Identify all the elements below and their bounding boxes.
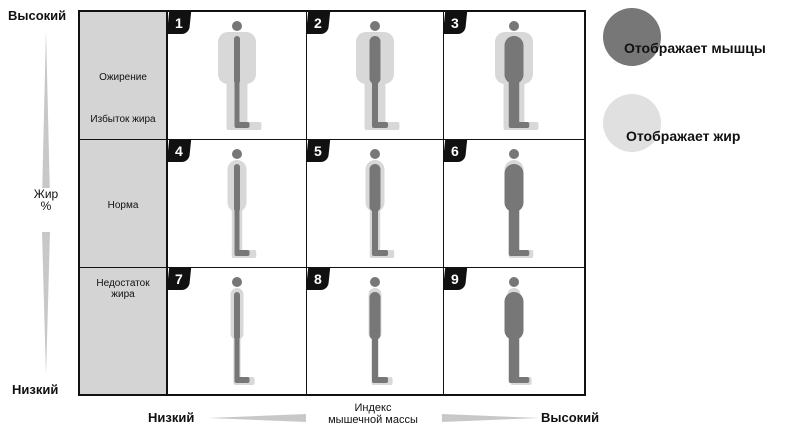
- body-cell-2: 2: [305, 12, 443, 139]
- y-axis-title-line1: Жир: [33, 187, 59, 201]
- muscle-shape-leg: [371, 80, 379, 127]
- y-axis-arrow-up: [42, 30, 50, 198]
- body-cell-7: 7: [166, 268, 306, 394]
- y-axis-arrow: [42, 30, 50, 376]
- muscle-shape-leg: [234, 80, 240, 127]
- muscle-shape-foot: [234, 250, 250, 256]
- body-figure: [365, 149, 395, 258]
- muscle-shape-foot: [371, 377, 389, 383]
- legend-muscle-label: Отображает мышцы: [624, 40, 766, 56]
- figure-head: [509, 277, 519, 287]
- category-obesity: Ожирение: [99, 72, 147, 83]
- muscle-shape: [504, 292, 530, 383]
- category-excess-fat: Избыток жира: [90, 114, 156, 125]
- muscle-shape-foot: [508, 250, 530, 256]
- muscle-shape-torso: [234, 164, 240, 212]
- y-axis-title-line2: %: [40, 199, 52, 213]
- muscle-shape-leg: [371, 208, 379, 255]
- category-column: Ожирение Избыток жира Норма Недостаток ж…: [80, 12, 168, 394]
- muscle-shape-torso: [504, 164, 524, 212]
- figure-head: [370, 21, 380, 31]
- muscle-shape: [369, 164, 389, 256]
- body-cell-5: 5: [305, 140, 443, 267]
- body-cell-1: 1: [166, 12, 306, 139]
- muscle-shape-torso: [504, 292, 524, 340]
- figure-head: [509, 149, 519, 159]
- y-axis-arrow-down: [42, 232, 50, 376]
- muscle-shape-foot: [508, 122, 530, 128]
- figure-head: [232, 21, 242, 31]
- muscle-shape: [369, 292, 389, 383]
- x-axis-title: Индекс мышечной массы: [298, 402, 448, 426]
- category-underfat-line1: Недостаток: [96, 278, 150, 289]
- muscle-shape-leg: [508, 336, 520, 382]
- x-axis-title-line2: мышечной массы: [328, 414, 418, 426]
- muscle-shape-torso: [234, 36, 240, 84]
- body-figure: [356, 21, 400, 130]
- muscle-shape-foot: [371, 122, 389, 128]
- legend-fat-circle: [603, 94, 661, 152]
- body-cell-3: 3: [442, 12, 584, 139]
- figure-head: [509, 21, 519, 31]
- row-divider: [80, 139, 584, 140]
- body-cell-4: 4: [166, 140, 306, 267]
- muscle-shape: [369, 36, 389, 128]
- muscle-shape: [234, 164, 250, 256]
- body-cell-8: 8: [305, 268, 443, 394]
- fat-shape: [227, 160, 257, 258]
- muscle-shape-foot: [508, 377, 530, 383]
- muscle-shape-torso: [369, 164, 381, 212]
- category-underfat-line2: жира: [111, 289, 135, 300]
- figure-head: [370, 149, 380, 159]
- figure-head: [370, 277, 380, 287]
- muscle-shape-leg: [508, 80, 520, 127]
- muscle-shape-torso: [369, 292, 381, 340]
- muscle-shape: [234, 36, 250, 128]
- body-figure: [230, 277, 255, 385]
- muscle-shape-foot: [371, 250, 389, 256]
- body-cell-6: 6: [442, 140, 584, 267]
- y-axis-low-label: Низкий: [12, 382, 59, 397]
- y-axis-high-label: Высокий: [8, 8, 67, 23]
- body-figure: [227, 149, 257, 258]
- column-divider: [306, 12, 307, 394]
- muscle-shape-leg: [234, 336, 240, 382]
- legend-fat-label: Отображает жир: [626, 128, 741, 144]
- muscle-shape-foot: [234, 377, 250, 383]
- body-figure: [504, 149, 534, 258]
- muscle-shape: [234, 292, 250, 383]
- category-normal: Норма: [107, 200, 139, 211]
- body-figure: [218, 21, 262, 130]
- muscle-shape-leg: [234, 208, 240, 255]
- body-cell-9: 9: [442, 268, 584, 394]
- x-axis-low-label: Низкий: [148, 410, 195, 425]
- muscle-shape-torso: [369, 36, 381, 84]
- x-axis-arrow-left: [208, 414, 306, 422]
- muscle-shape-torso: [504, 36, 524, 84]
- muscle-shape-foot: [234, 122, 250, 128]
- x-axis-high-label: Высокий: [541, 410, 600, 425]
- body-figure: [495, 21, 539, 130]
- body-figure: [504, 277, 532, 385]
- figure-head: [232, 149, 242, 159]
- figure-head: [232, 277, 242, 287]
- muscle-shape-leg: [371, 336, 379, 382]
- legend-muscle-circle: [603, 8, 661, 66]
- muscle-shape: [504, 164, 530, 256]
- muscle-shape-torso: [234, 292, 240, 340]
- row-divider: [80, 267, 584, 268]
- category-underfat: Недостаток жира: [80, 278, 166, 300]
- x-axis-arrow: [208, 414, 540, 422]
- x-axis-arrow-right: [442, 414, 540, 422]
- muscle-shape: [504, 36, 530, 128]
- x-axis-title-line1: Индекс: [354, 402, 392, 414]
- body-type-grid: Ожирение Избыток жира Норма Недостаток ж…: [78, 10, 586, 396]
- y-axis-title: Жир %: [26, 188, 66, 212]
- muscle-shape-leg: [508, 208, 520, 255]
- column-divider: [443, 12, 444, 394]
- body-figure: [368, 277, 393, 385]
